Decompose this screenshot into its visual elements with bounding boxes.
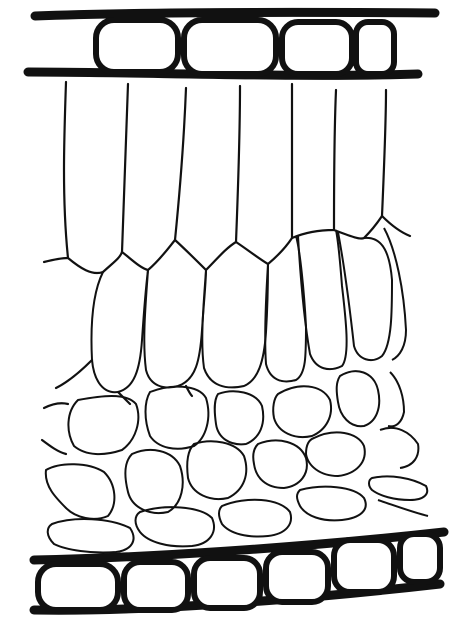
lower-epidermis [34,532,444,610]
spongy-cell [369,476,427,500]
spongy-cell [273,386,331,437]
spongy-cell [337,371,380,426]
spongy-mesophyll [42,371,428,552]
spongy-cell [378,500,428,516]
upper-epidermis-cell [96,20,178,72]
spongy-cell [48,519,134,552]
lower-epidermis-cell [38,564,118,610]
palisade-upper-row [44,82,410,273]
spongy-cell [46,464,115,519]
spongy-cell [297,487,366,521]
spongy-cell [253,440,307,488]
lower-epidermis-cell [266,552,328,602]
spongy-cell [215,391,264,444]
palisade-lower-row [56,228,406,392]
upper-epidermis [28,12,435,75]
spongy-cell [187,441,246,499]
upper-epidermis-cell [40,20,92,72]
lower-epidermis-cell [334,540,394,592]
upper-epidermis-cell [184,20,276,74]
lower-epidermis-cell [124,562,188,610]
spongy-cell [136,507,214,546]
upper-epidermis-cell [356,22,394,74]
spongy-cell [306,432,365,476]
lower-epidermis-cell [194,558,260,608]
spongy-cell [125,450,182,513]
spongy-cell [380,428,418,468]
spongy-cell [219,500,291,537]
spongy-cell [388,372,404,426]
spongy-cell [146,387,209,449]
spongy-cell [68,396,138,454]
lower-epidermis-cell [400,534,440,582]
upper-epidermis-cell [282,22,352,74]
